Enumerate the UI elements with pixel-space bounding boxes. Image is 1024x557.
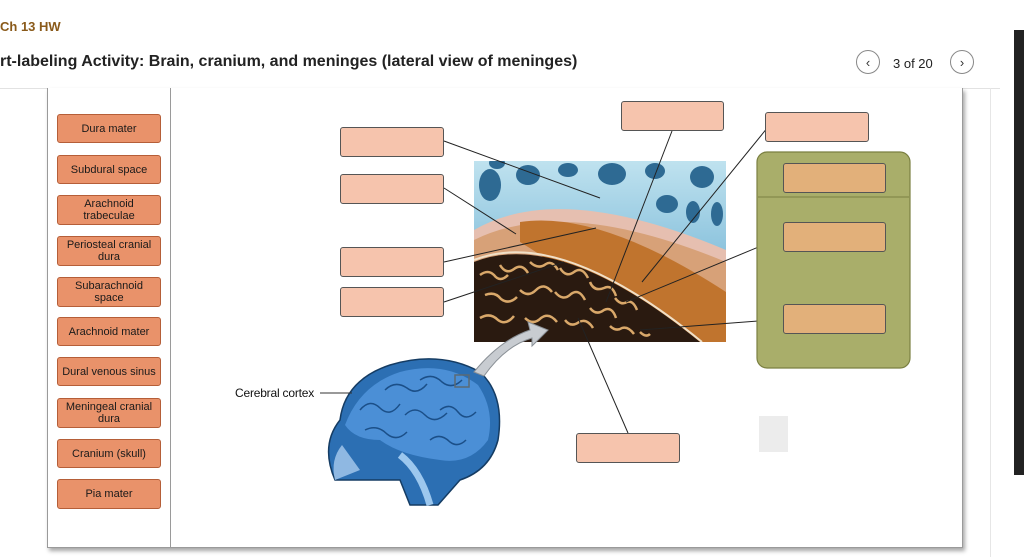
label-meningeal-cranial-dura[interactable]: Meningeal cranial dura [57, 398, 161, 428]
drop-target-key-3[interactable] [783, 304, 886, 334]
meninges-cross-section [474, 161, 726, 342]
label-pia-mater[interactable]: Pia mater [57, 479, 161, 509]
chevron-right-icon: › [959, 54, 965, 70]
question-counter: 3 of 20 [893, 56, 933, 71]
label-subdural-space[interactable]: Subdural space [57, 155, 161, 184]
label-dura-mater[interactable]: Dura mater [57, 114, 161, 143]
drop-target-key-2[interactable] [783, 222, 886, 252]
page-right-divider [990, 88, 991, 557]
drop-target-6[interactable] [765, 112, 869, 142]
placeholder-square [759, 416, 788, 452]
label-dural-venous-sinus[interactable]: Dural venous sinus [57, 357, 161, 386]
drop-target-3[interactable] [340, 247, 444, 277]
drop-target-7[interactable] [576, 433, 680, 463]
activity-title: rt-labeling Activity: Brain, cranium, an… [0, 53, 578, 70]
scrollbar[interactable] [1014, 30, 1024, 475]
drop-target-1[interactable] [340, 127, 444, 157]
previous-button[interactable]: ‹ [856, 50, 880, 74]
drop-target-key-1[interactable] [783, 163, 886, 193]
cerebral-cortex-label: Cerebral cortex [235, 386, 315, 400]
label-subarachnoid-space[interactable]: Subarachnoid space [57, 277, 161, 307]
label-periosteal-cranial-dura[interactable]: Periosteal cranial dura [57, 236, 161, 266]
label-cranium-skull[interactable]: Cranium (skull) [57, 439, 161, 468]
label-arachnoid-mater[interactable]: Arachnoid mater [57, 317, 161, 346]
drop-target-5[interactable] [621, 101, 724, 131]
label-arachnoid-trabeculae[interactable]: Arachnoid trabeculae [57, 195, 161, 225]
drop-target-2[interactable] [340, 174, 444, 204]
drop-target-4[interactable] [340, 287, 444, 317]
label-bank-divider [170, 88, 171, 547]
brain-sagittal-view [327, 358, 501, 506]
course-title: Ch 13 HW [0, 19, 61, 34]
next-button[interactable]: › [950, 50, 974, 74]
chevron-left-icon: ‹ [865, 54, 871, 70]
